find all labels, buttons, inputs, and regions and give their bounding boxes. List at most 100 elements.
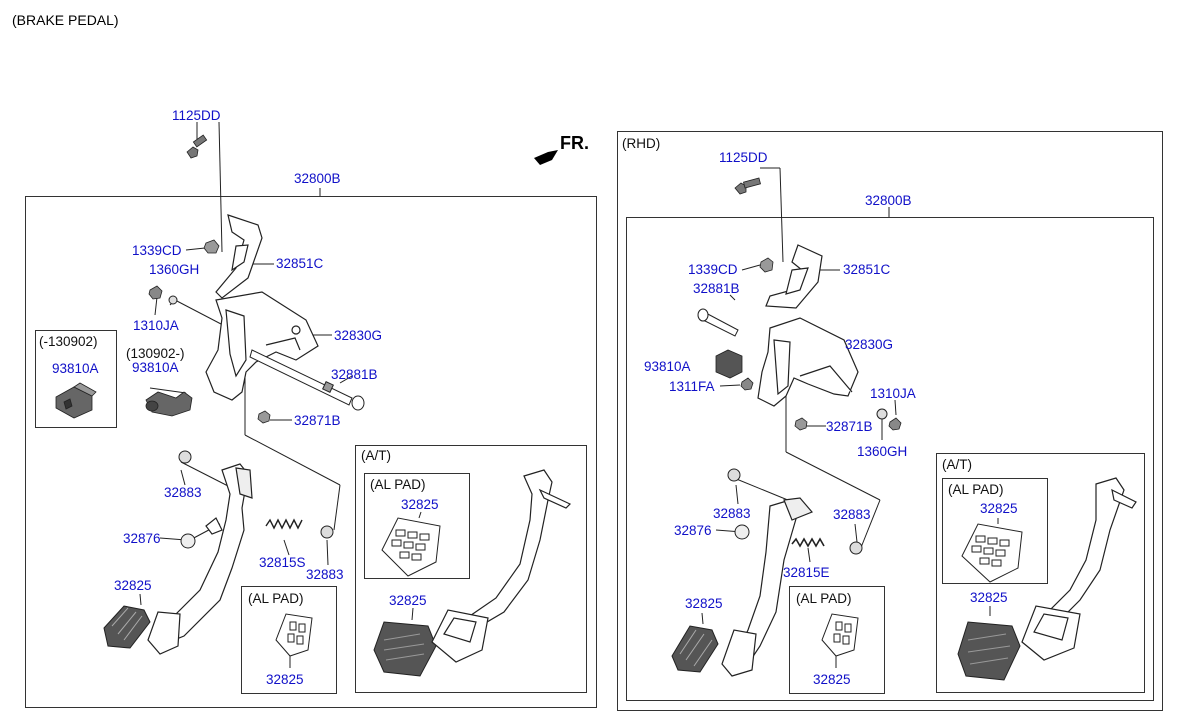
at-pedal-pad-icon bbox=[431, 609, 489, 663]
at-al-pad-icon bbox=[961, 523, 1023, 583]
stop-switch-icon bbox=[55, 382, 97, 419]
rhd-part-label-nut[interactable]: 1339CD bbox=[688, 262, 738, 277]
part-label-stopper[interactable]: 32876 bbox=[123, 531, 161, 546]
rhd-part-label-nut2[interactable]: 1310JA bbox=[870, 386, 916, 401]
at-alpad-title: (AL PAD) bbox=[370, 477, 426, 492]
part-label-nut2[interactable]: 1310JA bbox=[133, 318, 179, 333]
at-brake-pad-icon bbox=[373, 621, 437, 677]
rhd-part-label-spring[interactable]: 32815E bbox=[783, 565, 830, 580]
part-label-bushing2[interactable]: 32883 bbox=[306, 567, 344, 582]
rhd-outer-box bbox=[617, 131, 1163, 711]
part-label-switch-new[interactable]: 93810A bbox=[132, 360, 179, 375]
bolt-icon bbox=[734, 177, 761, 195]
left-alpad-box bbox=[241, 586, 337, 694]
nut-icon bbox=[888, 417, 902, 431]
switch-new-range: (130902-) bbox=[126, 346, 185, 361]
part-label-alpad[interactable]: 32825 bbox=[266, 672, 304, 687]
nut-icon bbox=[740, 377, 754, 391]
rhd-part-label-pad[interactable]: 32825 bbox=[685, 596, 723, 611]
part-label-bolt[interactable]: 1125DD bbox=[172, 108, 221, 123]
front-arrow-icon bbox=[534, 150, 558, 165]
part-label-bracket[interactable]: 32851C bbox=[276, 256, 324, 271]
rhd-part-label-at-pad[interactable]: 32825 bbox=[970, 590, 1008, 605]
stopper-icon bbox=[734, 524, 750, 540]
rhd-part-label-stopper[interactable]: 32876 bbox=[674, 523, 712, 538]
alpad-title: (AL PAD) bbox=[248, 591, 304, 606]
bushing-icon bbox=[178, 450, 192, 464]
left-switch-old-box bbox=[35, 330, 117, 428]
pin-icon bbox=[249, 349, 365, 411]
switch-old-range: (-130902) bbox=[39, 334, 98, 349]
rhd-part-label-assy[interactable]: 32800B bbox=[865, 193, 912, 208]
at-al-pad-icon bbox=[381, 517, 441, 577]
page-title: (BRAKE PEDAL) bbox=[12, 12, 119, 28]
nut-icon bbox=[759, 257, 774, 273]
brake-pad-icon bbox=[103, 605, 151, 649]
part-label-washer[interactable]: 1360GH bbox=[149, 262, 200, 277]
part-label-assy[interactable]: 32800B bbox=[294, 171, 341, 186]
bolt-icon bbox=[257, 410, 271, 424]
rhd-part-label-bracket[interactable]: 32851C bbox=[843, 262, 891, 277]
rhd-part-label-bolt[interactable]: 1125DD bbox=[719, 150, 768, 165]
rhd-part-label-alpad[interactable]: 32825 bbox=[813, 672, 851, 687]
pedal-member-icon bbox=[757, 317, 859, 407]
at-title: (A/T) bbox=[361, 448, 391, 463]
part-label-switch-old[interactable]: 93810A bbox=[52, 361, 99, 376]
part-label-member[interactable]: 32830G bbox=[334, 328, 383, 343]
left-at-box bbox=[355, 445, 587, 693]
left-at-alpad-box bbox=[364, 473, 470, 579]
return-spring-icon bbox=[265, 518, 303, 530]
rhd-assembly-box bbox=[626, 217, 1154, 701]
at-pedal-pad-icon bbox=[1021, 605, 1081, 661]
bushing-icon bbox=[849, 541, 863, 555]
stop-switch-icon bbox=[715, 349, 743, 379]
rhd-at-box bbox=[936, 453, 1145, 693]
rhd-at-title: (A/T) bbox=[942, 457, 972, 472]
at-brake-pad-icon bbox=[957, 621, 1021, 681]
brake-pedal-pad-icon bbox=[147, 611, 181, 655]
al-pad-icon bbox=[275, 613, 313, 657]
pin-icon bbox=[697, 308, 739, 337]
part-label-pad[interactable]: 32825 bbox=[114, 578, 152, 593]
washer-icon bbox=[876, 408, 888, 420]
nut-icon bbox=[148, 285, 163, 300]
bracket-icon bbox=[215, 214, 263, 299]
at-pedal-arm-icon bbox=[463, 469, 572, 633]
rhd-part-label-washer[interactable]: 1360GH bbox=[857, 444, 908, 459]
rhd-part-label-bushing[interactable]: 32883 bbox=[713, 506, 751, 521]
washer-icon bbox=[168, 295, 178, 305]
bracket-icon bbox=[765, 244, 823, 309]
bolt-icon bbox=[186, 134, 208, 159]
rhd-part-label-bolt2[interactable]: 32871B bbox=[826, 419, 873, 434]
rhd-alpad-title: (AL PAD) bbox=[796, 591, 852, 606]
part-label-bolt2[interactable]: 32871B bbox=[294, 413, 341, 428]
rhd-part-label-nut-switch[interactable]: 1311FA bbox=[669, 379, 715, 394]
rhd-title: (RHD) bbox=[622, 136, 661, 151]
left-assembly-box bbox=[25, 196, 597, 708]
bolt-icon bbox=[794, 417, 808, 431]
rhd-alpad-box bbox=[789, 586, 885, 694]
brake-pedal-pad-icon bbox=[721, 629, 757, 677]
rhd-part-label-at-alpad[interactable]: 32825 bbox=[980, 501, 1018, 516]
stopper-icon bbox=[180, 533, 196, 549]
rhd-part-label-switch[interactable]: 93810A bbox=[644, 359, 691, 374]
part-label-spring[interactable]: 32815S bbox=[259, 555, 306, 570]
bushing-icon bbox=[727, 468, 741, 482]
part-label-at-alpad[interactable]: 32825 bbox=[401, 497, 439, 512]
rhd-part-label-pin[interactable]: 32881B bbox=[693, 281, 740, 296]
bushing-icon bbox=[320, 525, 334, 539]
at-pedal-arm-icon bbox=[1045, 477, 1137, 627]
rhd-part-label-bushing2[interactable]: 32883 bbox=[833, 507, 871, 522]
rhd-at-alpad-title: (AL PAD) bbox=[948, 482, 1004, 497]
part-label-bushing[interactable]: 32883 bbox=[164, 485, 202, 500]
part-label-pin[interactable]: 32881B bbox=[331, 367, 378, 382]
stop-switch-icon bbox=[145, 391, 193, 417]
al-pad-icon bbox=[821, 613, 859, 657]
brake-pad-icon bbox=[671, 625, 719, 673]
part-label-nut[interactable]: 1339CD bbox=[132, 243, 182, 258]
rhd-part-label-member[interactable]: 32830G bbox=[845, 337, 894, 352]
return-spring-icon bbox=[791, 537, 825, 548]
part-label-at-pad[interactable]: 32825 bbox=[389, 593, 427, 608]
